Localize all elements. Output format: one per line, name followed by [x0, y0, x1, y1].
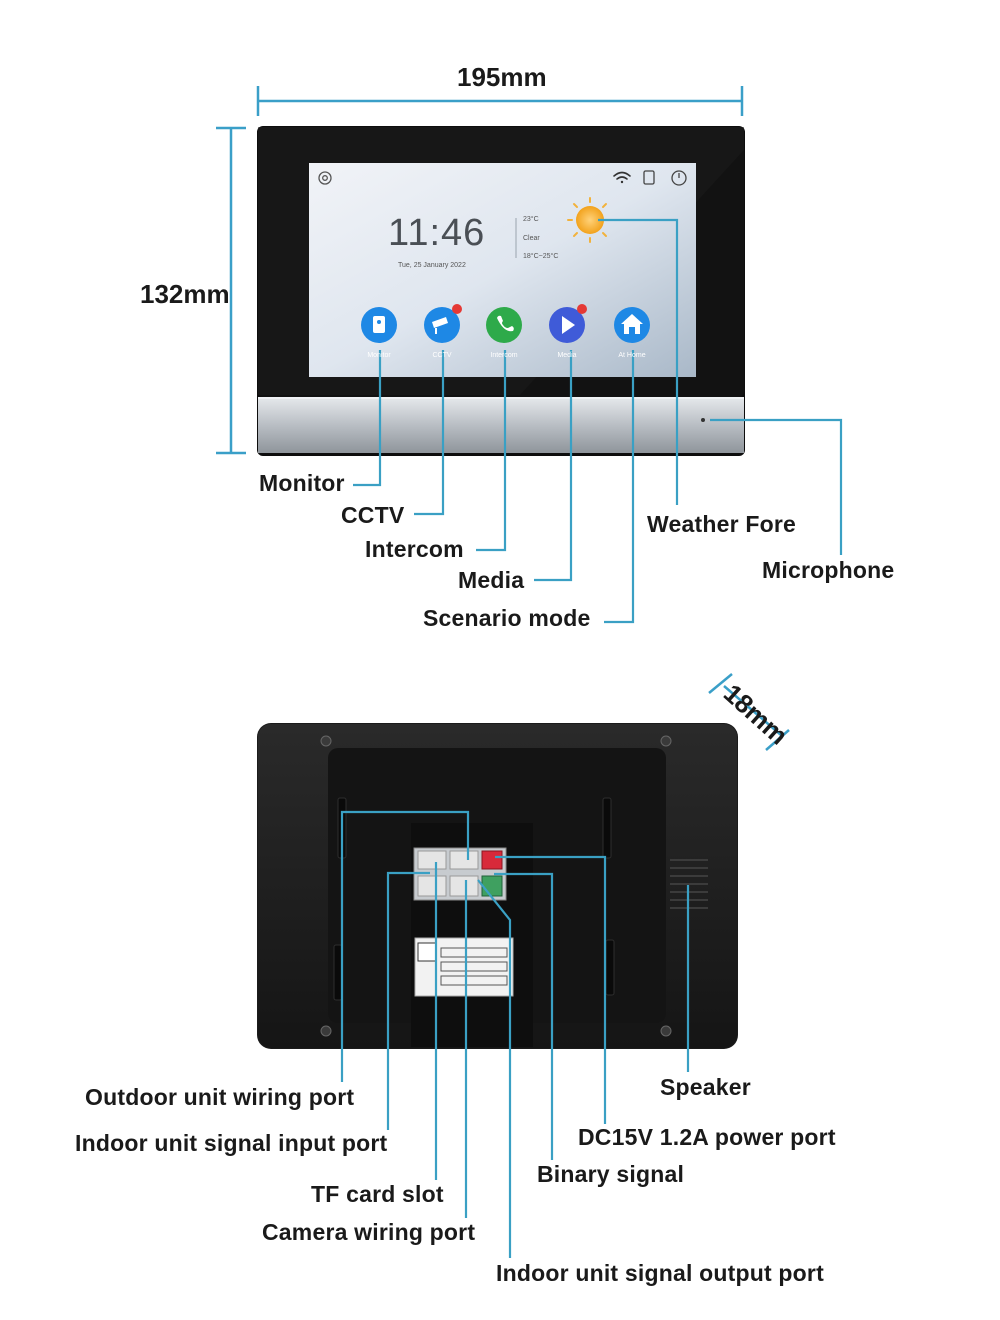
lock-icon: [643, 170, 655, 185]
callout-weather: Weather Fore: [647, 511, 796, 537]
app-icon-cctv: [424, 304, 462, 343]
screw-icons: [320, 735, 672, 1037]
app-icon-intercom: [486, 307, 522, 343]
callout-tf-slot: TF card slot: [311, 1181, 444, 1207]
back-callout-lines: [340, 810, 690, 1258]
screen-weather-range: 18°C~25°C: [523, 253, 559, 260]
app-icon-media: [549, 304, 587, 343]
callout-line-indoor-output: [477, 879, 512, 1258]
callout-indoor-input: Indoor unit signal input port: [75, 1130, 388, 1156]
depth-dimension-line: [708, 673, 790, 751]
callout-microphone: Microphone: [762, 557, 895, 583]
app-icon-monitor: [361, 307, 397, 343]
microphone-hole: [701, 418, 705, 422]
wifi-icon: [613, 171, 631, 184]
callout-speaker: Speaker: [660, 1074, 751, 1100]
terminal-block: [413, 847, 507, 901]
callout-line-monitor: [353, 350, 382, 487]
callout-line-scenario: [604, 350, 635, 624]
callout-binary-signal: Binary signal: [537, 1161, 685, 1187]
sun-icon: [567, 197, 613, 243]
callout-line-power-port: [495, 855, 607, 1124]
callout-indoor-output: Indoor unit signal output port: [496, 1260, 824, 1286]
app-label-media: Media: [557, 352, 577, 359]
screen-weather-condition: Clear: [523, 235, 540, 242]
width-dimension-line: [256, 86, 744, 116]
front-callout-lines: [353, 218, 843, 624]
screen-time: 11:46: [388, 212, 486, 254]
callout-camera-port: Camera wiring port: [262, 1219, 476, 1245]
height-dimension-text: 132mm: [140, 279, 230, 309]
callout-outdoor-port: Outdoor unit wiring port: [85, 1084, 355, 1110]
callout-line-cctv: [414, 350, 445, 516]
app-label-cctv: CCTV: [432, 352, 452, 359]
app-icon-at-home: [614, 307, 650, 343]
front-device: [257, 126, 745, 456]
callout-scenario-mode: Scenario mode: [423, 605, 591, 631]
callout-line-media: [534, 350, 573, 582]
back-device: [257, 723, 738, 1049]
callout-media: Media: [458, 567, 525, 593]
callout-power-port: DC15V 1.2A power port: [578, 1124, 836, 1150]
height-dimension-line: [216, 126, 246, 455]
callout-line-indoor-input: [386, 871, 430, 1130]
callout-line-weather: [598, 218, 679, 505]
callout-line-intercom: [476, 350, 507, 552]
app-label-at-home: At Home: [618, 352, 646, 359]
front-chin: [258, 397, 744, 453]
front-screen: [309, 163, 696, 377]
callout-line-microphone: [710, 418, 843, 555]
callout-cctv: CCTV: [341, 502, 405, 528]
screen-weather-temp: 23°C: [523, 216, 539, 223]
width-dimension-text: 195mm: [457, 62, 547, 92]
app-label-intercom: Intercom: [490, 352, 518, 359]
callout-monitor: Monitor: [259, 470, 345, 496]
wiring-label-sticker: [414, 937, 514, 997]
callout-intercom: Intercom: [365, 536, 464, 562]
callout-line-outdoor-port: [340, 810, 470, 1082]
callout-line-binary: [494, 872, 554, 1160]
power-icon: [671, 170, 687, 186]
screen-date: Tue, 25 January 2022: [398, 262, 466, 269]
app-label-monitor: Monitor: [367, 352, 391, 359]
gear-icon: [318, 171, 332, 185]
